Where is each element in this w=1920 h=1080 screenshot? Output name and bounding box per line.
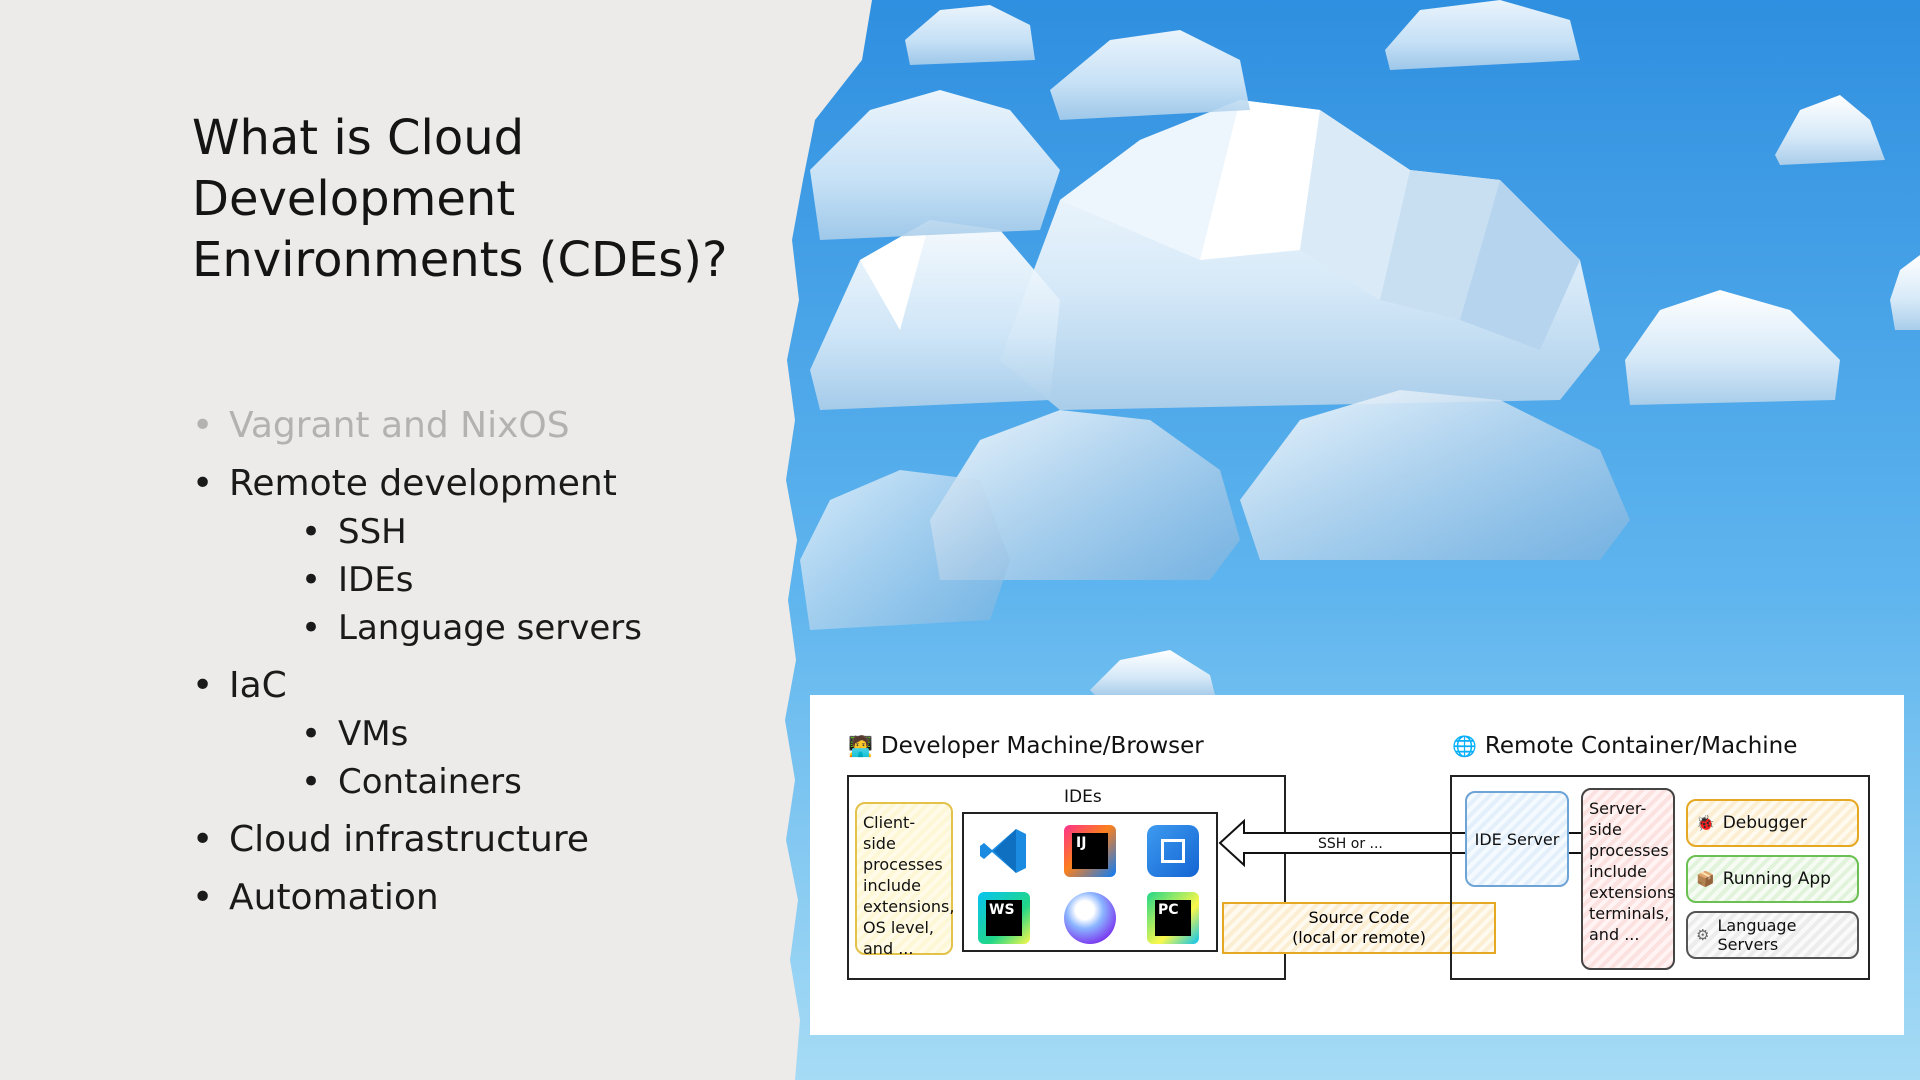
ides-label: IDEs	[1064, 787, 1102, 807]
ide-server-box: IDE Server	[1465, 791, 1569, 887]
slide-title: What is Cloud Development Environments (…	[192, 110, 728, 288]
gear-icon: ⚙	[1696, 926, 1710, 944]
bullet-list: Vagrant and NixOS Remote development SSH…	[192, 402, 792, 932]
sub-bullet-item: Language servers	[301, 604, 792, 652]
bullet-label: IaC	[229, 665, 287, 706]
language-servers-box: ⚙Language Servers	[1686, 911, 1859, 959]
fleet-icon	[1064, 892, 1116, 944]
left-heading: 🧑‍💻Developer Machine/Browser	[848, 733, 1204, 759]
zed-icon	[1147, 825, 1199, 877]
intellij-icon: IJ	[1064, 825, 1116, 877]
sub-bullet-list: SSH IDEs Language servers	[229, 508, 792, 652]
bullet-item: IaC VMs Containers	[192, 662, 792, 806]
source-code-location: (local or remote)	[1292, 928, 1426, 947]
bullet-item: Vagrant and NixOS	[192, 402, 792, 450]
server-side-processes: Server- side processes include extension…	[1581, 788, 1675, 970]
globe-icon: 🌐	[1452, 734, 1477, 758]
ssh-connection-arrow	[1218, 818, 1652, 868]
sub-bullet-list: VMs Containers	[229, 710, 792, 806]
ides-box	[962, 812, 1218, 952]
bullet-item: Remote development SSH IDEs Language ser…	[192, 460, 792, 652]
bullet-item: Automation	[192, 874, 792, 922]
vscode-icon	[980, 829, 1026, 873]
running-app-box: 📦Running App	[1686, 855, 1859, 903]
developer-machine-box	[847, 775, 1286, 980]
sub-bullet-item: IDEs	[301, 556, 792, 604]
bullet-item: Cloud infrastructure	[192, 816, 792, 864]
pycharm-icon: PC	[1147, 892, 1199, 944]
source-code-label: Source Code	[1308, 908, 1410, 927]
right-heading: 🌐Remote Container/Machine	[1452, 733, 1798, 759]
connection-label: SSH or ...	[1318, 836, 1383, 852]
bug-icon: 🐞	[1696, 814, 1715, 832]
remote-machine-box	[1450, 775, 1870, 980]
sub-bullet-item: SSH	[301, 508, 792, 556]
sub-bullet-item: Containers	[301, 758, 792, 806]
sub-bullet-item: VMs	[301, 710, 792, 758]
cde-architecture-diagram: 🧑‍💻Developer Machine/Browser 🌐Remote Con…	[810, 695, 1904, 1035]
client-side-processes: Client-side processes include extensions…	[855, 802, 954, 958]
package-icon: 📦	[1696, 870, 1715, 888]
developer-emoji-icon: 🧑‍💻	[848, 734, 873, 758]
webstorm-icon: WS	[978, 892, 1030, 944]
bullet-label: Remote development	[229, 463, 617, 504]
debugger-box: 🐞Debugger	[1686, 799, 1859, 847]
